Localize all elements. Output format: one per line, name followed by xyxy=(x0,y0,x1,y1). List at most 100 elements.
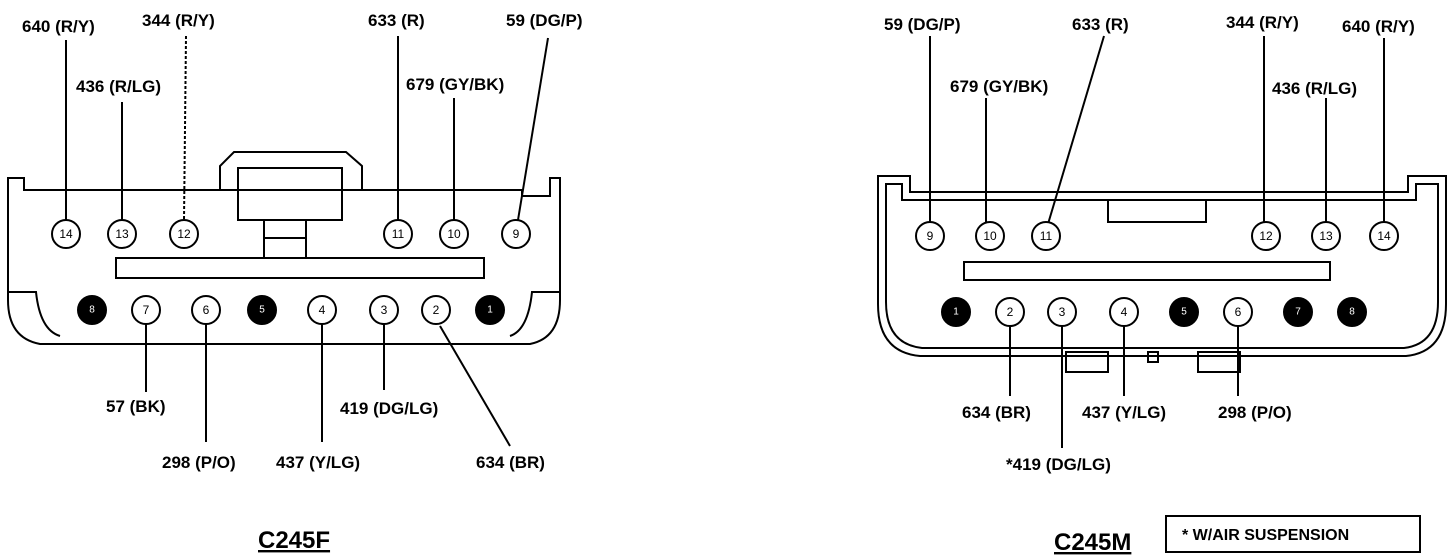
svg-text:13: 13 xyxy=(115,227,129,241)
right-connector-inner-body xyxy=(885,183,1439,349)
svg-text:4: 4 xyxy=(319,303,326,317)
right-pin-7: 7 xyxy=(1283,297,1313,327)
left-wires xyxy=(65,35,549,447)
right-label-633: 633 (R) xyxy=(1072,15,1129,34)
left-pin-14: 14 xyxy=(51,219,81,249)
right-wire-labels: 59 (DG/P) 633 (R) 344 (R/Y) 640 (R/Y) 67… xyxy=(884,13,1415,474)
right-key xyxy=(1107,199,1207,223)
right-label-419: *419 (DG/LG) xyxy=(1006,455,1111,474)
left-pin-5: 5 xyxy=(247,295,277,325)
left-pins: 14 13 12 11 10 9 8 7 6 5 4 3 2 1 xyxy=(51,219,531,325)
right-tab-right xyxy=(1197,351,1241,373)
right-label-59: 59 (DG/P) xyxy=(884,15,961,34)
left-pin-10: 10 xyxy=(439,219,469,249)
left-pin-2: 2 xyxy=(421,295,451,325)
left-wire-2 xyxy=(439,325,511,447)
left-label-298: 298 (P/O) xyxy=(162,453,236,472)
left-pin-6: 6 xyxy=(191,295,221,325)
suspension-note: * W/AIR SUSPENSION xyxy=(1165,515,1421,553)
svg-text:6: 6 xyxy=(1235,305,1242,319)
svg-text:9: 9 xyxy=(513,227,520,241)
left-label-634: 634 (BR) xyxy=(476,453,545,472)
svg-text:13: 13 xyxy=(1319,229,1333,243)
left-label-679: 679 (GY/BK) xyxy=(406,75,504,94)
right-pin-12: 12 xyxy=(1251,221,1281,251)
left-label-344: 344 (R/Y) xyxy=(142,11,215,30)
left-pin-3: 3 xyxy=(369,295,399,325)
svg-text:6: 6 xyxy=(203,303,210,317)
right-slot xyxy=(963,261,1331,281)
right-tab-mid xyxy=(1147,351,1159,363)
left-label-640: 640 (R/Y) xyxy=(22,17,95,36)
right-pin-9: 9 xyxy=(915,221,945,251)
svg-text:11: 11 xyxy=(1040,229,1053,243)
svg-text:8: 8 xyxy=(1349,307,1355,318)
left-wire-12 xyxy=(183,35,187,221)
svg-text:2: 2 xyxy=(1007,305,1014,319)
right-label-634: 634 (BR) xyxy=(962,403,1031,422)
svg-text:10: 10 xyxy=(447,227,461,241)
svg-text:12: 12 xyxy=(177,227,191,241)
right-pin-13: 13 xyxy=(1311,221,1341,251)
left-label-59: 59 (DG/P) xyxy=(506,11,583,30)
left-label-633: 633 (R) xyxy=(368,11,425,30)
right-pin-4: 4 xyxy=(1109,297,1139,327)
left-pin-7: 7 xyxy=(131,295,161,325)
left-connector xyxy=(7,151,561,345)
svg-text:5: 5 xyxy=(259,305,265,316)
right-tab-left xyxy=(1065,351,1109,373)
left-latch-window xyxy=(237,167,343,221)
svg-text:14: 14 xyxy=(1377,229,1391,243)
svg-text:1: 1 xyxy=(953,307,959,318)
svg-text:3: 3 xyxy=(1059,305,1066,319)
svg-text:8: 8 xyxy=(89,305,95,316)
left-connector-body xyxy=(7,177,561,345)
left-pin-12: 12 xyxy=(169,219,199,249)
svg-text:9: 9 xyxy=(927,229,934,243)
right-wire-11 xyxy=(1047,35,1105,225)
left-label-437: 437 (Y/LG) xyxy=(276,453,360,472)
right-wires xyxy=(929,35,1385,448)
left-label-57: 57 (BK) xyxy=(106,397,166,416)
left-connector-title: C245F xyxy=(258,527,330,554)
right-label-437: 437 (Y/LG) xyxy=(1082,403,1166,422)
right-label-640: 640 (R/Y) xyxy=(1342,17,1415,36)
right-pin-8: 8 xyxy=(1337,297,1367,327)
left-pin-8: 8 xyxy=(77,295,107,325)
svg-text:5: 5 xyxy=(1181,307,1187,318)
svg-text:11: 11 xyxy=(392,227,405,241)
right-pin-3: 3 xyxy=(1047,297,1077,327)
right-pin-2: 2 xyxy=(995,297,1025,327)
left-lower-lip xyxy=(8,291,560,337)
right-connector-title: C245M xyxy=(1054,529,1131,556)
left-latch xyxy=(219,151,363,190)
right-pins: 9 10 11 12 13 14 1 2 3 4 5 6 7 8 xyxy=(915,221,1399,327)
right-label-436: 436 (R/LG) xyxy=(1272,79,1357,98)
svg-text:14: 14 xyxy=(59,227,73,241)
right-pin-5: 5 xyxy=(1169,297,1199,327)
right-pin-11: 11 xyxy=(1031,221,1061,251)
right-pin-14: 14 xyxy=(1369,221,1399,251)
svg-text:12: 12 xyxy=(1259,229,1273,243)
svg-text:1: 1 xyxy=(487,305,493,316)
left-pin-13: 13 xyxy=(107,219,137,249)
svg-text:2: 2 xyxy=(433,303,440,317)
note-box xyxy=(1165,515,1421,553)
left-label-436: 436 (R/LG) xyxy=(76,77,161,96)
right-connector-outer-body xyxy=(877,175,1447,357)
note-text: * W/AIR SUSPENSION xyxy=(1182,527,1349,544)
left-pin-4: 4 xyxy=(307,295,337,325)
right-pin-6: 6 xyxy=(1223,297,1253,327)
svg-text:7: 7 xyxy=(1295,307,1301,318)
svg-text:4: 4 xyxy=(1121,305,1128,319)
right-label-298: 298 (P/O) xyxy=(1218,403,1292,422)
right-connector xyxy=(877,175,1447,373)
left-wire-labels: 640 (R/Y) 344 (R/Y) 436 (R/LG) 633 (R) 6… xyxy=(22,11,583,472)
right-pin-1: 1 xyxy=(941,297,971,327)
right-pin-10: 10 xyxy=(975,221,1005,251)
left-pin-11: 11 xyxy=(383,219,413,249)
left-label-419: 419 (DG/LG) xyxy=(340,399,438,418)
left-wire-9 xyxy=(517,37,549,221)
svg-text:7: 7 xyxy=(143,303,150,317)
svg-text:3: 3 xyxy=(381,303,388,317)
